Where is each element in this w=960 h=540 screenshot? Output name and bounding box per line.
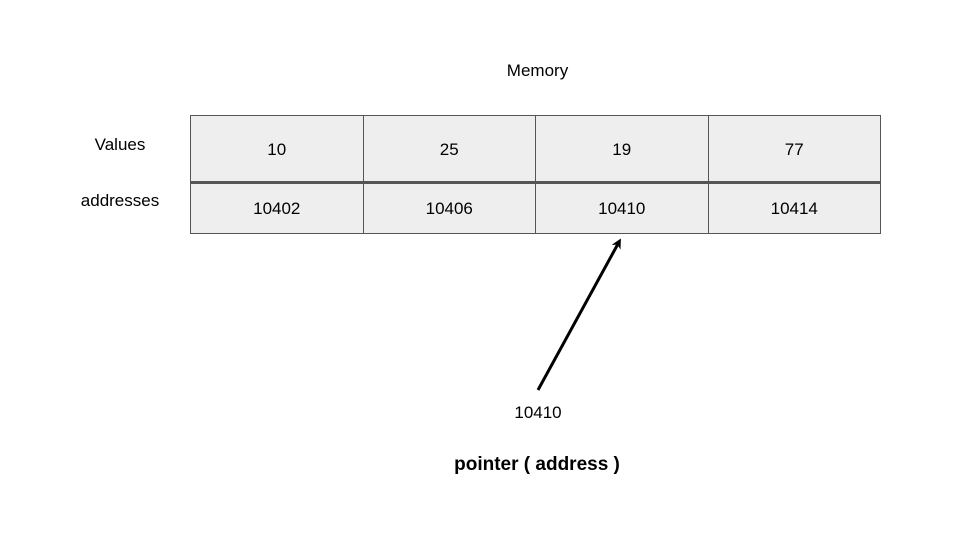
pointer-value: 10410: [514, 403, 562, 422]
value-cell: 10: [190, 115, 364, 182]
address-cell: 10402: [190, 182, 364, 234]
address-cell: 10414: [707, 182, 881, 234]
addresses-row: 10402 10406 10410 10414: [190, 182, 881, 234]
value-cell: 19: [535, 115, 709, 182]
address-cell: 10410: [535, 182, 709, 234]
values-row: 10 25 19 77: [190, 115, 881, 182]
addresses-row-label: addresses: [80, 191, 160, 210]
memory-title: Memory: [506, 61, 569, 80]
values-row-label: Values: [94, 135, 146, 154]
value-cell: 25: [362, 115, 536, 182]
value-cell: 77: [707, 115, 881, 182]
pointer-arrow-line: [536, 238, 621, 391]
address-cell: 10406: [362, 182, 536, 234]
pointer-caption: pointer ( address ): [454, 454, 620, 475]
